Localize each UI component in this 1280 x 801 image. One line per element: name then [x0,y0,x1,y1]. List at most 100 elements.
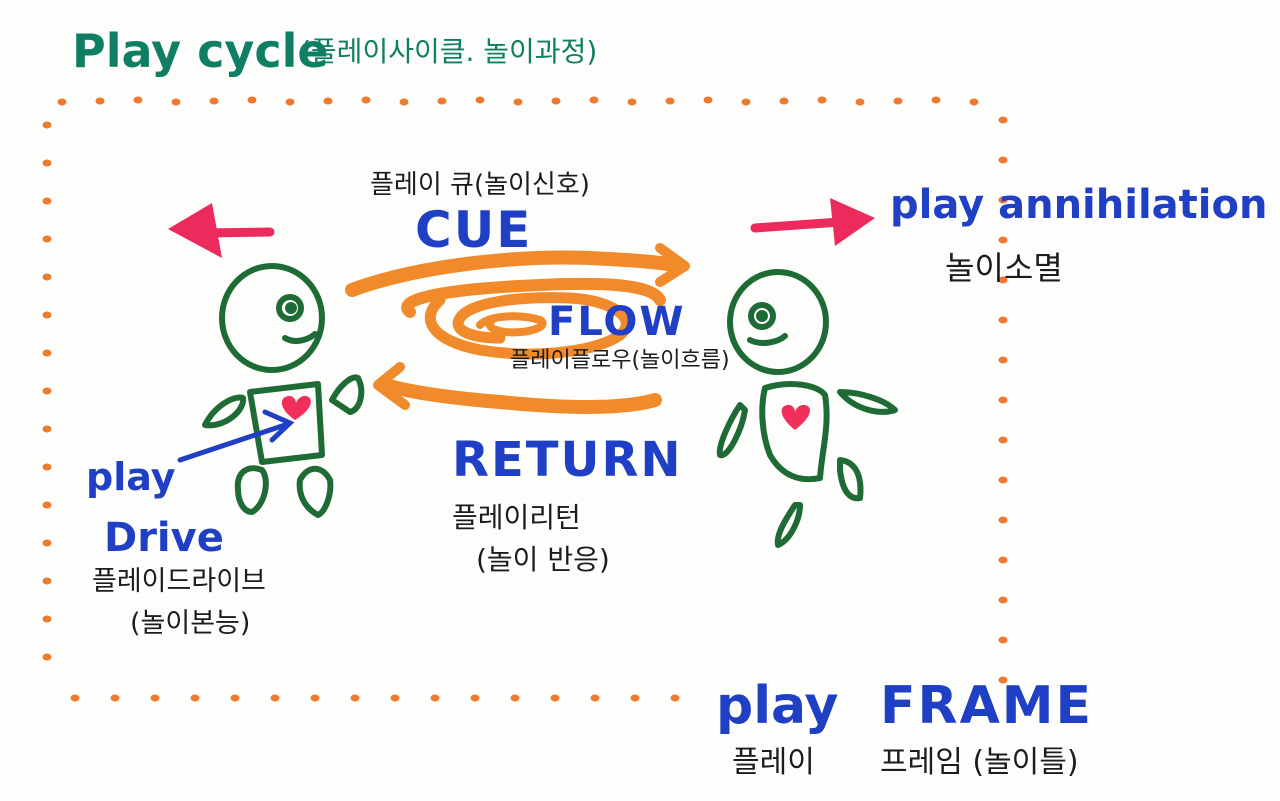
drive-label-line2: Drive [104,515,224,561]
left-child-figure [202,263,365,518]
frame-dot [670,694,680,702]
frame-dot [437,97,447,105]
frame-dot [998,516,1008,524]
frame-dot [627,98,637,106]
drive-korean-line2: (놀이본능) [130,608,251,639]
frame-dot [703,96,713,104]
frame-dot [42,615,52,623]
frame-dot [190,694,200,702]
frame-dot [550,694,560,702]
frame-dot [42,311,52,319]
frame-dot [998,156,1008,164]
right-pupil [756,310,768,322]
frame-dot [310,694,320,702]
frame-dot [285,98,295,106]
frame-dot [42,577,52,585]
drive-label-line1: play [86,455,176,499]
frame-dot [741,98,751,106]
right-eye [748,302,776,330]
left-leg-left [234,465,269,515]
play-frame-dotted-border [42,96,1008,702]
frame-dot [323,97,333,105]
frame-dot [470,694,480,702]
frame-dot [399,98,409,106]
left-eye [276,294,304,322]
frame-dot [42,159,52,167]
frame-dot [998,276,1008,284]
frame-dot [855,98,865,106]
frame-dot [998,116,1008,124]
flow-spiral-inner [476,312,547,337]
frame-dot [513,98,523,106]
left-heart-icon [281,395,311,420]
right-arrow [750,217,845,233]
drive-korean-line1: 플레이드라이브 [92,566,266,597]
flow-spiral-mid [425,292,632,360]
frame-korean-left: 플레이 [732,745,815,780]
frame-dot [230,694,240,702]
cue-arrowhead [655,243,690,287]
frame-dot [893,97,903,105]
frame-dot [630,694,640,702]
cue-label: CUE [415,201,533,259]
frame-dot [430,694,440,702]
return-korean-line2: (놀이 반응) [476,543,610,576]
left-pupil [285,302,297,314]
title-english: Play cycle [72,24,329,78]
return-arrowhead [373,362,410,410]
left-arm-right [329,374,365,415]
left-body [247,381,325,465]
frame-dot [475,96,485,104]
frame-dot [551,97,561,105]
frame-dot [998,636,1008,644]
cue-korean-label: 플레이 큐(놀이신호) [370,170,590,200]
flow-korean-label: 플레이플로우(놀이흐름) [510,348,730,373]
pink-arrows [168,198,875,258]
left-leg-right [296,465,334,518]
frame-dot [998,676,1008,684]
flow-label: FLOW [548,299,686,345]
frame-korean-right: 프레임 (놀이틀) [880,745,1079,780]
return-label: RETURN [452,432,683,488]
left-arrowhead [168,203,222,258]
frame-dot [998,236,1008,244]
frame-dot [42,349,52,357]
frame-dot [110,694,120,702]
frame-dot [998,556,1008,564]
frame-dot [589,96,599,104]
flow-spiral-outer [401,277,666,318]
frame-dot [95,97,105,105]
frame-dot [209,97,219,105]
left-arm-left [202,394,247,429]
right-heart-icon [781,404,811,430]
frame-dot [931,96,941,104]
frame-dot [42,501,52,509]
frame-play-label: play [716,676,839,736]
frame-dot [57,98,67,106]
left-head [219,263,325,373]
frame-dot [998,316,1008,324]
frame-dot [150,694,160,702]
right-mouth [747,333,788,346]
frame-dot [665,97,675,105]
frame-dot [998,596,1008,604]
right-body [759,381,830,483]
right-head [727,269,829,375]
frame-dot [270,694,280,702]
cue-return-spiral [345,243,690,414]
frame-dot [361,96,371,104]
frame-dot [42,121,52,129]
cue-arrow [345,250,687,297]
frame-dot [42,463,52,471]
title-korean: (플레이사이클. 놀이과정) [300,35,598,68]
frame-dot [998,196,1008,204]
frame-dot [817,96,827,104]
annihilation-label: play annihilation [890,182,1268,228]
frame-dot [42,539,52,547]
drive-arrow [177,409,295,463]
frame-dot [510,694,520,702]
frame-dot [998,356,1008,364]
frame-dot [42,273,52,281]
frame-label: FRAME [880,676,1094,736]
